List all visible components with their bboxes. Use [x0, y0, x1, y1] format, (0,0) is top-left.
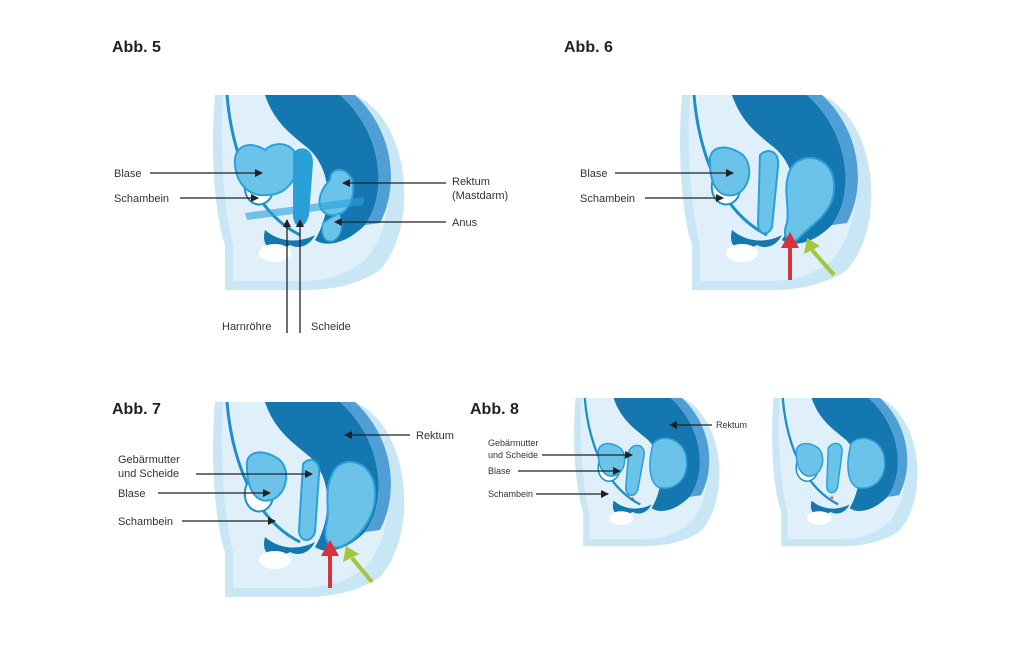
figure-abb6: Abb. 6 Blase Schambein [564, 39, 873, 292]
label-und-scheide-abb7: und Scheide [118, 468, 179, 480]
star-marker: * [630, 495, 634, 507]
label-blase-abb7: Blase [118, 488, 146, 500]
figure-title-abb8: Abb. 8 [470, 401, 519, 418]
bladder-shape [795, 442, 824, 477]
rectum-shape [847, 437, 886, 489]
label-rektum-abb5: Rektum [452, 176, 490, 188]
red-arrow-head-abb6 [781, 232, 799, 248]
pelvis-illustration-abb8-right: * [770, 396, 919, 548]
uterus-vagina-shape [826, 442, 843, 494]
label-gebaermutter-abb7: Gebärmutter [118, 454, 180, 466]
figure-title-abb5: Abb. 5 [112, 39, 161, 56]
vagina-shape [756, 150, 780, 235]
rectum-shape [649, 437, 688, 489]
label-schambein-abb8: Schambein [488, 489, 533, 499]
green-arrow-head-abb7 [343, 546, 359, 562]
uterus-vagina-shape [297, 458, 321, 541]
label-harnroehre-abb5: Harnröhre [222, 321, 272, 333]
label-anus-abb5: Anus [452, 217, 478, 229]
figure-abb7: Abb. 7 Rektum Gebärmutter und Scheide Bl… [112, 400, 454, 599]
figure-title-abb7: Abb. 7 [112, 401, 161, 418]
red-arrow-head-abb7 [321, 540, 339, 556]
figure-abb5: Abb. 5 Blase Schambein Rektum (Mastdarm)… [112, 39, 508, 333]
label-schambein-abb7: Schambein [118, 516, 173, 528]
bladder-shape [233, 143, 299, 197]
label-scheide-abb5: Scheide [311, 321, 351, 333]
star-marker: * [830, 494, 834, 506]
pelvis-illustration-abb8-left: * [572, 396, 721, 548]
label-und-scheide-abb8: und Scheide [488, 450, 538, 460]
label-schambein-abb5: Schambein [114, 193, 169, 205]
green-arrow-shaft-abb7 [350, 556, 374, 584]
green-arrow-head-abb6 [804, 238, 820, 254]
figure-abb8: Abb. 8 * * Rektum Gebärmutter und Scheid… [470, 396, 919, 548]
bladder-shape [708, 146, 750, 197]
pelvis-illustration-abb5 [211, 93, 406, 292]
label-mastdarm-abb5: (Mastdarm) [452, 190, 508, 202]
pelvis-illustration-abb7 [211, 400, 406, 599]
label-schambein-abb6: Schambein [580, 193, 635, 205]
green-arrow-shaft-abb6 [810, 248, 836, 277]
label-blase-abb6: Blase [580, 168, 608, 180]
label-rektum-abb8: Rektum [716, 420, 747, 430]
figure-title-abb6: Abb. 6 [564, 39, 613, 56]
pelvic-floor-shape [245, 197, 365, 220]
rectum-shape [324, 460, 377, 549]
label-blase-abb8: Blase [488, 466, 511, 476]
label-gebaermutter-abb8: Gebärmutter [488, 438, 539, 448]
rectocele-shape [784, 156, 836, 243]
label-rektum-abb7: Rektum [416, 430, 454, 442]
label-blase-abb5: Blase [114, 168, 142, 180]
pelvis-illustration-abb6 [678, 93, 873, 292]
